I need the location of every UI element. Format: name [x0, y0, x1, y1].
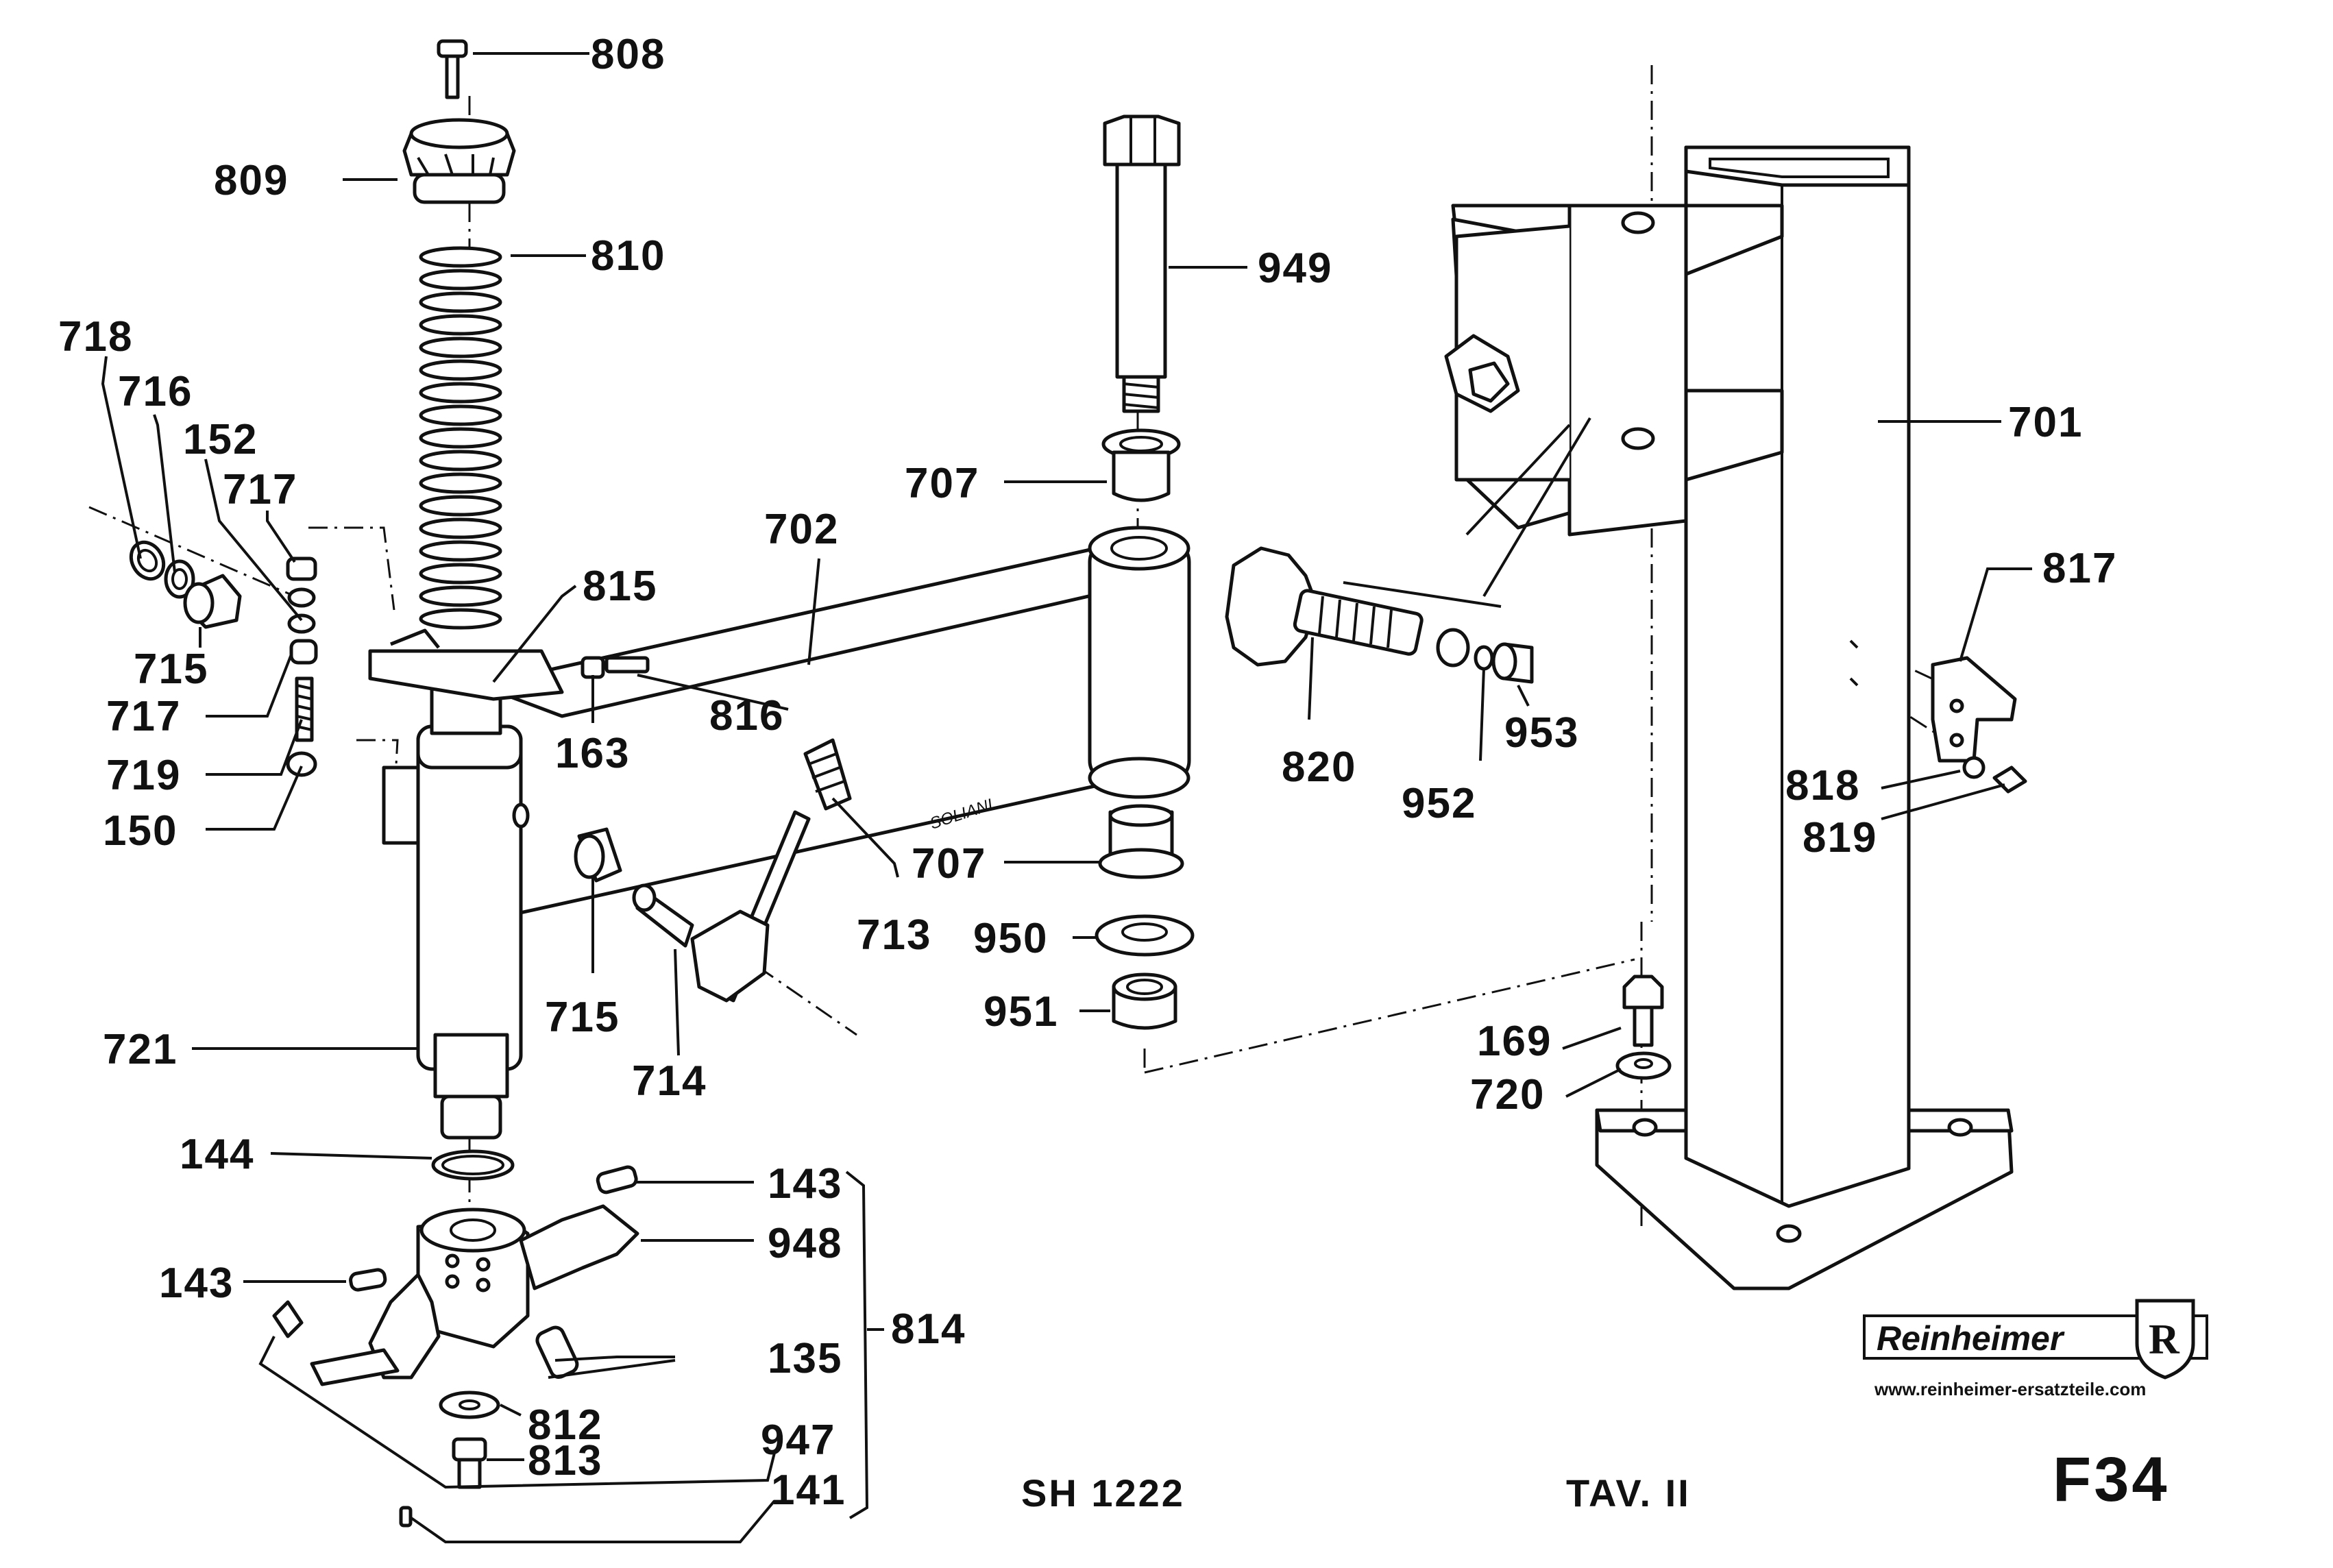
knob-809: [402, 118, 516, 204]
part-label: 702: [764, 506, 839, 553]
spring-coil: [419, 359, 502, 381]
part-label: 144: [180, 1131, 254, 1178]
bolt-169: [1622, 975, 1664, 1047]
spring-810: [419, 246, 502, 630]
spring-coil: [419, 517, 502, 539]
part-label: 143: [159, 1260, 234, 1307]
leader-lines: [101, 52, 2032, 1543]
spring-coil: [419, 269, 502, 291]
part-label: 141: [771, 1467, 846, 1514]
spring-coil: [419, 563, 502, 585]
part-label: 817: [2042, 545, 2117, 592]
arm-702: SOLIANI: [478, 526, 1191, 924]
part-label: 816: [709, 692, 784, 739]
part-label: 713: [857, 911, 931, 959]
part-label: 949: [1258, 245, 1332, 292]
part-label: 152: [183, 416, 258, 463]
part-label: 715: [545, 994, 620, 1041]
spring-coil: [419, 427, 502, 449]
spring-coil: [419, 540, 502, 562]
part-label: 952: [1402, 780, 1476, 827]
part-label: 951: [984, 988, 1058, 1036]
part-label: 135: [768, 1335, 842, 1382]
brand-name: Reinheimer: [1877, 1319, 2065, 1358]
part-label: 707: [905, 460, 979, 507]
spring-coil: [419, 404, 502, 426]
part-label: 717: [223, 466, 297, 513]
spring-coil: [419, 495, 502, 517]
part-label: 169: [1477, 1018, 1552, 1065]
plate-815-screws: [581, 656, 650, 679]
table-number: TAV. II: [1566, 1471, 1691, 1515]
part-label: 718: [58, 313, 133, 360]
spring-coil: [419, 450, 502, 471]
spring-coil: [419, 608, 502, 630]
part-label: 948: [768, 1220, 842, 1267]
bushing-707-top: [1101, 428, 1181, 502]
reinheimer-logo: Reinheimer R www.reinheimer-ersatzteile.…: [1863, 1299, 2208, 1399]
title-block: SH 1222 TAV. II F34: [1021, 1445, 2170, 1515]
part-label: 813: [528, 1437, 602, 1484]
brand-mark: R: [2149, 1316, 2180, 1363]
website-url: www.reinheimer-ersatzteile.com: [1874, 1379, 2146, 1399]
screw-808: [437, 39, 468, 99]
part-label: 714: [632, 1057, 707, 1105]
nut-951: [1112, 972, 1177, 1030]
vertical-column-721: [368, 628, 564, 1140]
part-label: 814: [891, 1306, 966, 1353]
pin-949: [1103, 114, 1181, 413]
part-label: 720: [1470, 1071, 1545, 1118]
part-label: 721: [103, 1026, 178, 1073]
part-label: 701: [2008, 399, 2083, 446]
spring-coil: [419, 585, 502, 607]
part-label: 809: [214, 157, 289, 204]
sheet-number: F34: [2053, 1445, 2170, 1515]
part-label: 715: [134, 646, 208, 693]
part-label: 950: [973, 915, 1048, 962]
part-label: 163: [555, 730, 630, 777]
washer-720: [1615, 1051, 1672, 1080]
part-label: 707: [912, 840, 986, 887]
part-label: 808: [591, 31, 665, 78]
handwheel-820: [1225, 546, 1534, 684]
spring-coil: [419, 472, 502, 494]
model-number: SH 1222: [1021, 1471, 1185, 1515]
column-701: [1444, 145, 2014, 1290]
bushing-707-bottom: [1098, 804, 1184, 879]
part-label: 818: [1785, 762, 1860, 809]
part-label: 947: [761, 1417, 835, 1464]
part-label: 716: [118, 368, 193, 415]
part-label: 812: [528, 1401, 602, 1449]
part-label: 815: [583, 563, 657, 610]
lever-713-714: [512, 738, 852, 1003]
spring-coil: [419, 314, 502, 336]
part-label: 820: [1282, 744, 1356, 791]
spring-coil: [419, 382, 502, 404]
part-labels: 808 809 810 718 716 152 717 715 717 719 …: [58, 31, 2117, 1514]
spring-coil: [419, 291, 502, 313]
part-label: 810: [591, 232, 665, 280]
part-label: 719: [106, 752, 181, 799]
part-label: 819: [1803, 814, 1877, 861]
part-label: 953: [1504, 709, 1579, 757]
part-label: 150: [103, 807, 178, 855]
brand-shield-icon: [2135, 1299, 2195, 1380]
spring-coil: [419, 246, 502, 268]
part-label: 143: [768, 1160, 842, 1208]
small-parts-left: [129, 540, 318, 777]
part-label: 717: [106, 693, 181, 740]
washer-950: [1095, 914, 1195, 957]
bracket-817: [1849, 639, 2027, 794]
spring-coil: [419, 336, 502, 358]
